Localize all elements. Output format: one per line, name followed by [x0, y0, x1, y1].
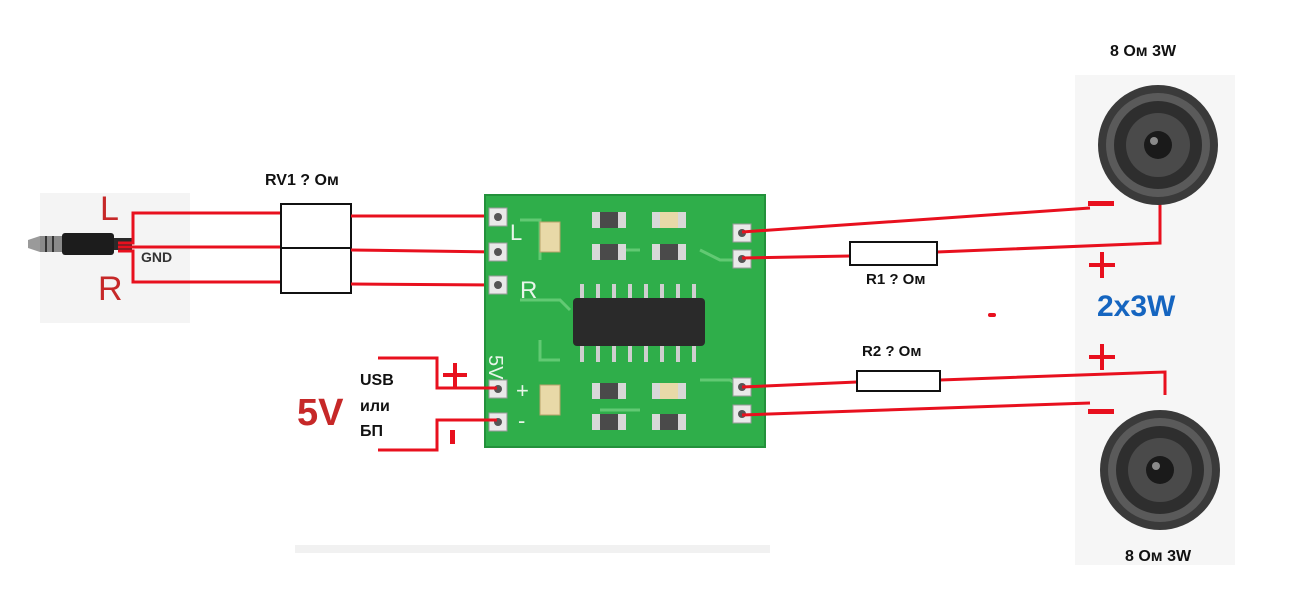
speaker-bottom-minus-text: − [0, 0, 1, 1]
speaker-top-plus-sign [1089, 252, 1115, 278]
shadow-strip [295, 545, 770, 553]
rv1-label: RV1 ? Ом [265, 172, 339, 189]
speaker-bottom-label: 8 Ом 3W [1125, 548, 1192, 565]
power-source-line3: БП [360, 423, 383, 440]
speaker-bottom-minus-sign [1088, 409, 1114, 414]
output-wires [741, 200, 1167, 417]
r1-resistor [849, 241, 938, 266]
amplifier-board: R L 5V + - [484, 194, 766, 448]
power-voltage-label: 5V [297, 392, 344, 434]
power-plus-sign [443, 363, 467, 387]
power-minus-sign [450, 430, 455, 444]
r1-label: R1 ? Ом [866, 271, 926, 288]
speaker-bottom-plus-sign [1089, 344, 1115, 370]
input-wires [350, 214, 498, 287]
r2-resistor [856, 370, 941, 392]
jack-leads [118, 211, 280, 284]
speaker-top [1098, 85, 1218, 205]
jack-photo-bg [40, 193, 190, 323]
amplifier-ic-chip [573, 284, 705, 362]
jack-label-gnd: GND [141, 249, 173, 265]
jack-label-r: R [98, 270, 123, 308]
power-source-line2: или [360, 398, 390, 415]
smd-components [539, 212, 686, 430]
speaker-bottom [1100, 410, 1220, 530]
board-silk-plus: + [516, 378, 529, 403]
stray-mark [988, 313, 996, 317]
output-pads [732, 223, 752, 424]
board-silk-minus: - [518, 408, 525, 433]
power-source-line1: USB [360, 372, 394, 389]
speaker-top-minus-sign [1088, 201, 1114, 206]
r2-label: R2 ? Ом [862, 343, 922, 360]
total-power-label: 2x3W [1097, 290, 1176, 323]
jack-label-l: L [100, 190, 119, 228]
board-silk-l: L [510, 220, 522, 245]
input-pads [488, 207, 508, 295]
power-wires [378, 356, 497, 452]
power-pads [488, 379, 508, 432]
speaker-top-label: 8 Ом 3W [1110, 43, 1177, 60]
board-silk-r: R [520, 277, 537, 304]
rv1-potentiometer [280, 203, 352, 294]
board-silk-5v: 5V [484, 355, 506, 380]
